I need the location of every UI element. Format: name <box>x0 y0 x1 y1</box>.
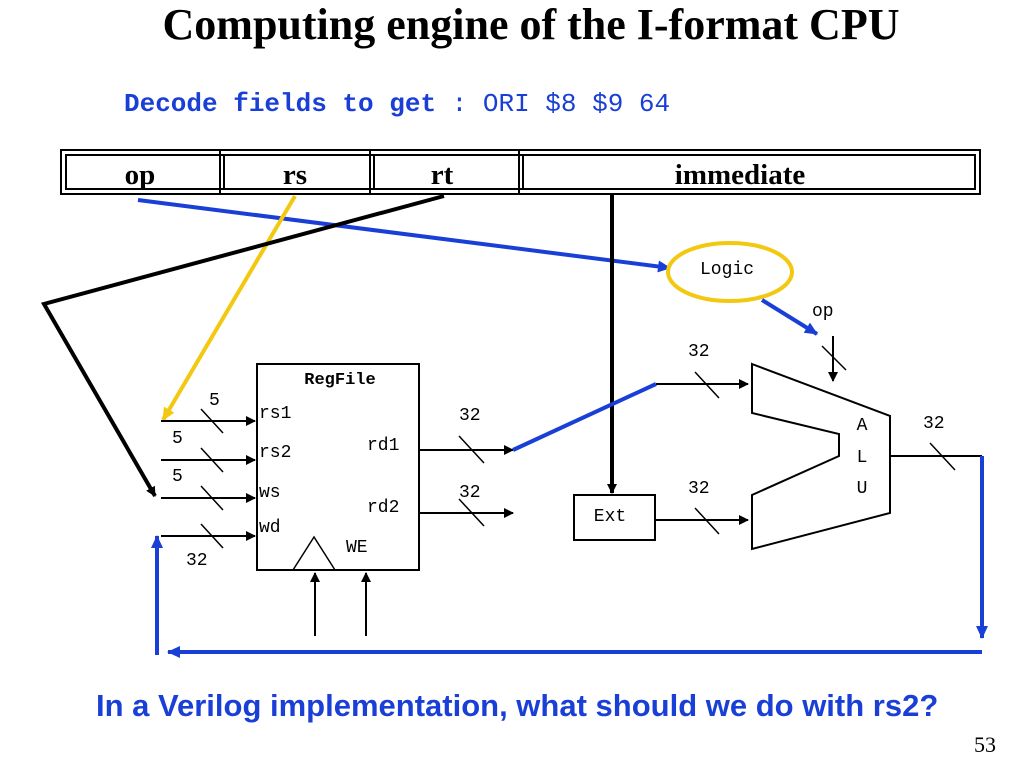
decode-colon: : <box>451 89 468 119</box>
ext-label: Ext <box>594 507 626 527</box>
bus-slash-rd1 <box>458 435 485 464</box>
logic-label: Logic <box>700 260 754 280</box>
ext-block <box>573 494 656 541</box>
alu-letter-l: L <box>857 448 868 468</box>
wire-rs-to-rs1 <box>161 194 297 422</box>
wire-logic-to-aluop <box>760 298 819 336</box>
decode-label: Decode fields to get <box>124 89 437 119</box>
alu-op-label: op <box>812 302 834 322</box>
field-op: op <box>125 159 156 191</box>
bus-slash-rs2 <box>200 447 224 473</box>
bus-slash-alu-out <box>929 442 956 471</box>
bus-slash-alu-top <box>694 371 720 399</box>
port-ws: ws <box>259 483 281 503</box>
page-number: 53 <box>974 732 996 757</box>
wire-op-to-logic <box>137 198 671 273</box>
width-alu-bot: 32 <box>688 479 710 499</box>
alu-letter-u: U <box>857 479 868 499</box>
decode-instruction: ORI $8 $9 64 <box>482 89 671 119</box>
field-immediate: immediate <box>675 159 806 191</box>
wire-rt-to-ws <box>40 194 445 498</box>
alu-block <box>751 362 891 551</box>
port-rd1: rd1 <box>367 436 399 456</box>
port-rs2: rs2 <box>259 443 291 463</box>
width-rd1: 32 <box>459 406 481 426</box>
width-rd2: 32 <box>459 483 481 503</box>
width-wd: 32 <box>186 551 208 571</box>
bus-slash-ws <box>200 485 224 511</box>
alu-letter-a: A <box>857 416 868 436</box>
width-ws: 5 <box>172 467 183 487</box>
wire-rd1-to-alu <box>512 382 657 452</box>
logic-block <box>666 241 794 303</box>
port-wd: wd <box>259 518 281 538</box>
bus-slash-aluop <box>821 345 847 371</box>
width-alu-top: 32 <box>688 342 710 362</box>
bus-slash-rs1 <box>200 408 224 434</box>
question-text: In a Verilog implementation, what should… <box>96 688 939 723</box>
bus-slash-rd2 <box>458 498 485 527</box>
bus-slash-wd <box>200 523 224 549</box>
instruction-format-bar: op rs rt immediate <box>60 149 981 195</box>
regfile-title: RegFile <box>304 371 375 390</box>
width-alu-out: 32 <box>923 414 945 434</box>
slide-title: Computing engine of the I-format CPU <box>162 0 900 49</box>
bus-slash-alu-bot <box>694 507 720 535</box>
regfile-block <box>256 363 420 571</box>
port-rd2: rd2 <box>367 498 399 518</box>
field-rs: rs <box>283 159 307 191</box>
decode-line: Decode fields to get : ORI $8 $9 64 <box>124 88 670 120</box>
clock-triangle-icon <box>292 535 336 571</box>
port-rs1: rs1 <box>259 404 291 424</box>
width-rs1: 5 <box>209 391 220 411</box>
field-rt: rt <box>431 159 454 191</box>
port-we: WE <box>346 538 368 558</box>
width-rs2: 5 <box>172 429 183 449</box>
